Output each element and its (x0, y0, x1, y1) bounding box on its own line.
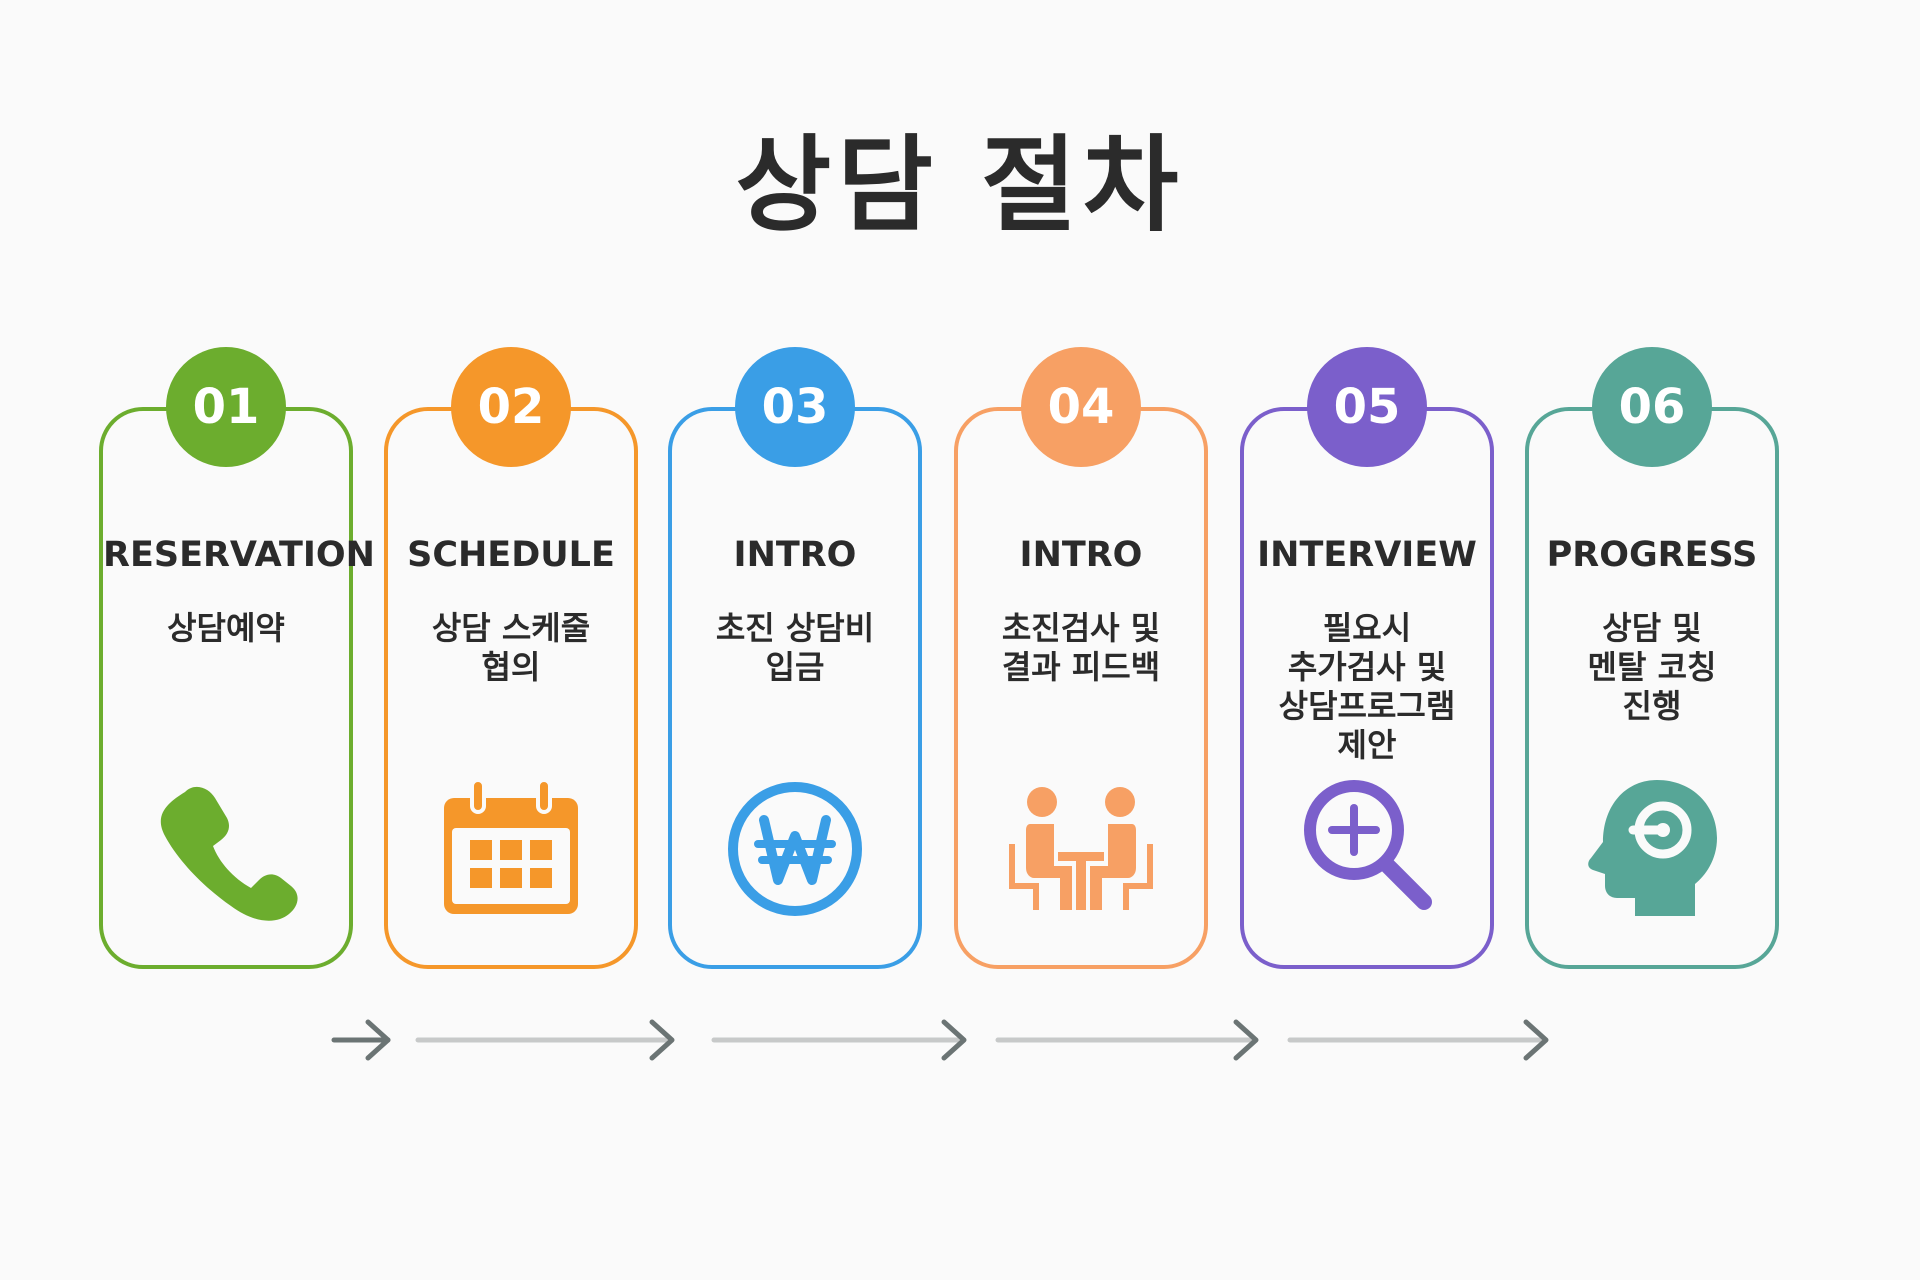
flow-arrow (995, 1019, 1259, 1061)
magnifier-plus-icon (1292, 774, 1442, 924)
step-title: RESERVATION (103, 535, 375, 575)
step-description: 상담 스케줄 협의 (431, 609, 591, 686)
step-title: PROGRESS (1546, 535, 1758, 575)
flow-arrow (415, 1019, 675, 1061)
flow-arrow (331, 1019, 391, 1061)
step-number-badge: 02 (451, 347, 571, 467)
step-card-intro-test: INTRO 초진검사 및 결과 피드백 (954, 407, 1208, 969)
flow-arrow (1287, 1019, 1549, 1061)
page-title: 상담 절차 (735, 124, 1185, 246)
step-title: SCHEDULE (407, 535, 615, 575)
process-flow-arrows (331, 1019, 1549, 1061)
step-description: 상담예약 (167, 609, 285, 647)
step-description: 초진 상담비 입금 (715, 609, 875, 686)
step-card-reservation: RESERVATION 상담예약 (99, 407, 375, 969)
calendar-icon (436, 774, 586, 924)
step-number-badge: 01 (166, 347, 286, 467)
step-card-progress: PROGRESS 상담 및 멘탈 코칭 진행 (1525, 407, 1779, 969)
step-number-badge: 04 (1021, 347, 1141, 467)
step-description: 상담 및 멘탈 코칭 진행 (1587, 609, 1717, 725)
step-card-schedule: SCHEDULE 상담 스케줄 협의 (384, 407, 638, 969)
step-number-badge: 05 (1307, 347, 1427, 467)
flow-arrow (711, 1019, 967, 1061)
meeting-icon (1006, 774, 1156, 924)
won-coin-icon (720, 774, 870, 924)
head-coaching-icon (1577, 774, 1727, 924)
step-title: INTRO (733, 535, 857, 575)
step-number-badge: 06 (1592, 347, 1712, 467)
step-description: 초진검사 및 결과 피드백 (1001, 609, 1161, 686)
phone-icon (151, 774, 301, 924)
step-card-interview: INTERVIEW 필요시 추가검사 및 상담프로그램 제안 (1240, 407, 1494, 969)
step-title: INTRO (1019, 535, 1143, 575)
step-title: INTERVIEW (1257, 535, 1477, 575)
step-description: 필요시 추가검사 및 상담프로그램 제안 (1278, 609, 1456, 764)
step-card-intro-payment: INTRO 초진 상담비 입금 (668, 407, 922, 969)
step-number-badge: 03 (735, 347, 855, 467)
